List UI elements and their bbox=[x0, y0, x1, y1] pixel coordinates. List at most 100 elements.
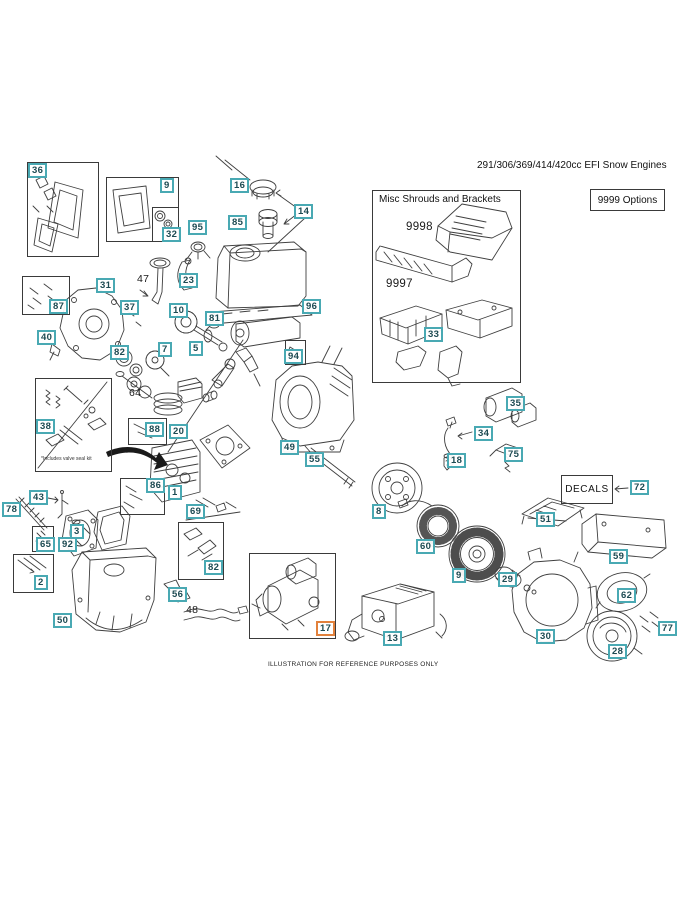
part-label-7: 7 bbox=[158, 342, 172, 357]
part-label-95: 95 bbox=[188, 220, 208, 235]
shroud-9998-drawing bbox=[435, 203, 513, 261]
part-label-13: 13 bbox=[383, 631, 403, 646]
part-label-55: 55 bbox=[305, 452, 325, 467]
gasket-set-drawing bbox=[32, 175, 84, 253]
misc-shrouds-panel: Misc Shrouds and Brackets bbox=[372, 190, 521, 383]
group-box-38 bbox=[35, 378, 112, 472]
part-label-10: 10 bbox=[169, 303, 189, 318]
group-box-86 bbox=[120, 478, 165, 515]
part-label-37: 37 bbox=[120, 300, 140, 315]
part-label-62: 62 bbox=[617, 588, 637, 603]
part-label-88: 88 bbox=[145, 422, 165, 437]
footer-note: ILLUSTRATION FOR REFERENCE PURPOSES ONLY bbox=[268, 661, 439, 668]
timing-gear-drawing bbox=[145, 350, 170, 377]
decals-box: DECALS bbox=[561, 475, 613, 504]
part-label-2: 2 bbox=[34, 575, 48, 590]
retainer-clip-drawing bbox=[47, 490, 69, 519]
part-label-30: 30 bbox=[536, 629, 556, 644]
part-label-28: 28 bbox=[608, 644, 628, 659]
part-label-14: 14 bbox=[294, 204, 314, 219]
page-title: 291/306/369/414/420cc EFI Snow Engines bbox=[477, 160, 667, 171]
part-label-49: 49 bbox=[280, 440, 300, 455]
starter-solenoid-drawing bbox=[483, 387, 537, 428]
part-label-1: 1 bbox=[168, 485, 182, 500]
part-label-56: 56 bbox=[168, 587, 188, 602]
fuel-bushing-drawing bbox=[258, 209, 278, 239]
part-label-48: 48 bbox=[186, 604, 199, 616]
part-label-82: 82 bbox=[204, 560, 224, 575]
part-label-60: 60 bbox=[416, 539, 436, 554]
part-label-35: 35 bbox=[506, 396, 526, 411]
fuel-cap-drawing bbox=[224, 159, 277, 200]
bold-pointer-arrow bbox=[106, 447, 168, 470]
part-label-40: 40 bbox=[37, 330, 57, 345]
part-label-72: 72 bbox=[630, 480, 650, 495]
part-label-47: 47 bbox=[137, 273, 150, 285]
part-label-23: 23 bbox=[179, 273, 199, 288]
part-label-29: 29 bbox=[498, 572, 518, 587]
part-label-43: 43 bbox=[29, 490, 49, 505]
part-label-69: 69 bbox=[186, 504, 206, 519]
group-box-2 bbox=[13, 554, 54, 593]
part-label-94: 94 bbox=[284, 349, 304, 364]
part-label-18: 18 bbox=[447, 453, 467, 468]
dipstick-drawing bbox=[139, 257, 171, 305]
part-label-20: 20 bbox=[169, 424, 189, 439]
part-label-92: 92 bbox=[58, 537, 78, 552]
group-box-82 bbox=[178, 522, 224, 580]
part-label-77: 77 bbox=[658, 621, 678, 636]
group-box-17 bbox=[249, 553, 336, 639]
part-label-82: 82 bbox=[110, 345, 130, 360]
stator-drawing bbox=[397, 498, 460, 548]
blower-housing-drawing bbox=[511, 547, 599, 643]
housing-screws-drawing bbox=[639, 611, 661, 633]
options-box: 9999 Options bbox=[590, 189, 665, 211]
group-box-36 bbox=[27, 162, 99, 257]
part-label-64: 64 bbox=[129, 387, 142, 399]
part-label-9: 9 bbox=[452, 568, 466, 583]
part-label-50: 50 bbox=[53, 613, 73, 628]
part-label-8: 8 bbox=[372, 504, 386, 519]
part-label-36: 36 bbox=[28, 163, 48, 178]
kit-note: *Includes valve seal kit bbox=[41, 456, 92, 462]
part-label-65: 65 bbox=[36, 537, 56, 552]
part-label-9997: 9997 bbox=[386, 278, 413, 290]
part-label-86: 86 bbox=[146, 478, 166, 493]
part-label-31: 31 bbox=[96, 278, 116, 293]
part-label-9: 9 bbox=[160, 178, 174, 193]
bracket-9997-drawing bbox=[375, 245, 473, 283]
part-label-9998: 9998 bbox=[406, 221, 433, 233]
part-label-5: 5 bbox=[189, 341, 203, 356]
part-label-17: 17 bbox=[316, 621, 336, 636]
fuel-tank-drawing bbox=[215, 241, 307, 309]
wire-harness-drawing bbox=[183, 605, 249, 622]
electric-starter-drawing bbox=[251, 557, 320, 631]
part-label-16: 16 bbox=[230, 178, 250, 193]
part-label-81: 81 bbox=[205, 311, 225, 326]
part-label-3: 3 bbox=[70, 524, 84, 539]
misc-panel-title: Misc Shrouds and Brackets bbox=[379, 194, 501, 205]
part-label-38: 38 bbox=[36, 419, 56, 434]
sensor-drawing bbox=[184, 155, 233, 265]
group-box-88 bbox=[128, 418, 167, 445]
efi-throttle-body-drawing bbox=[344, 583, 447, 642]
head-gasket-drawing bbox=[199, 424, 251, 469]
part-label-85: 85 bbox=[228, 215, 248, 230]
flywheel-drawing bbox=[448, 525, 506, 583]
part-label-32: 32 bbox=[162, 227, 182, 242]
screw-set-drawing bbox=[27, 283, 57, 310]
part-label-51: 51 bbox=[536, 512, 556, 527]
part-label-34: 34 bbox=[474, 426, 494, 441]
lower-housing-drawing bbox=[71, 547, 157, 633]
part-label-87: 87 bbox=[49, 299, 69, 314]
latch-parts-drawing bbox=[183, 527, 217, 561]
part-label-59: 59 bbox=[609, 549, 629, 564]
callout-14-arrows bbox=[267, 189, 306, 253]
part-label-75: 75 bbox=[504, 447, 524, 462]
side-panel-drawing bbox=[581, 513, 667, 559]
part-label-78: 78 bbox=[2, 502, 22, 517]
governor-gear-drawing bbox=[115, 371, 153, 399]
valve-kit-drawing bbox=[37, 381, 108, 469]
